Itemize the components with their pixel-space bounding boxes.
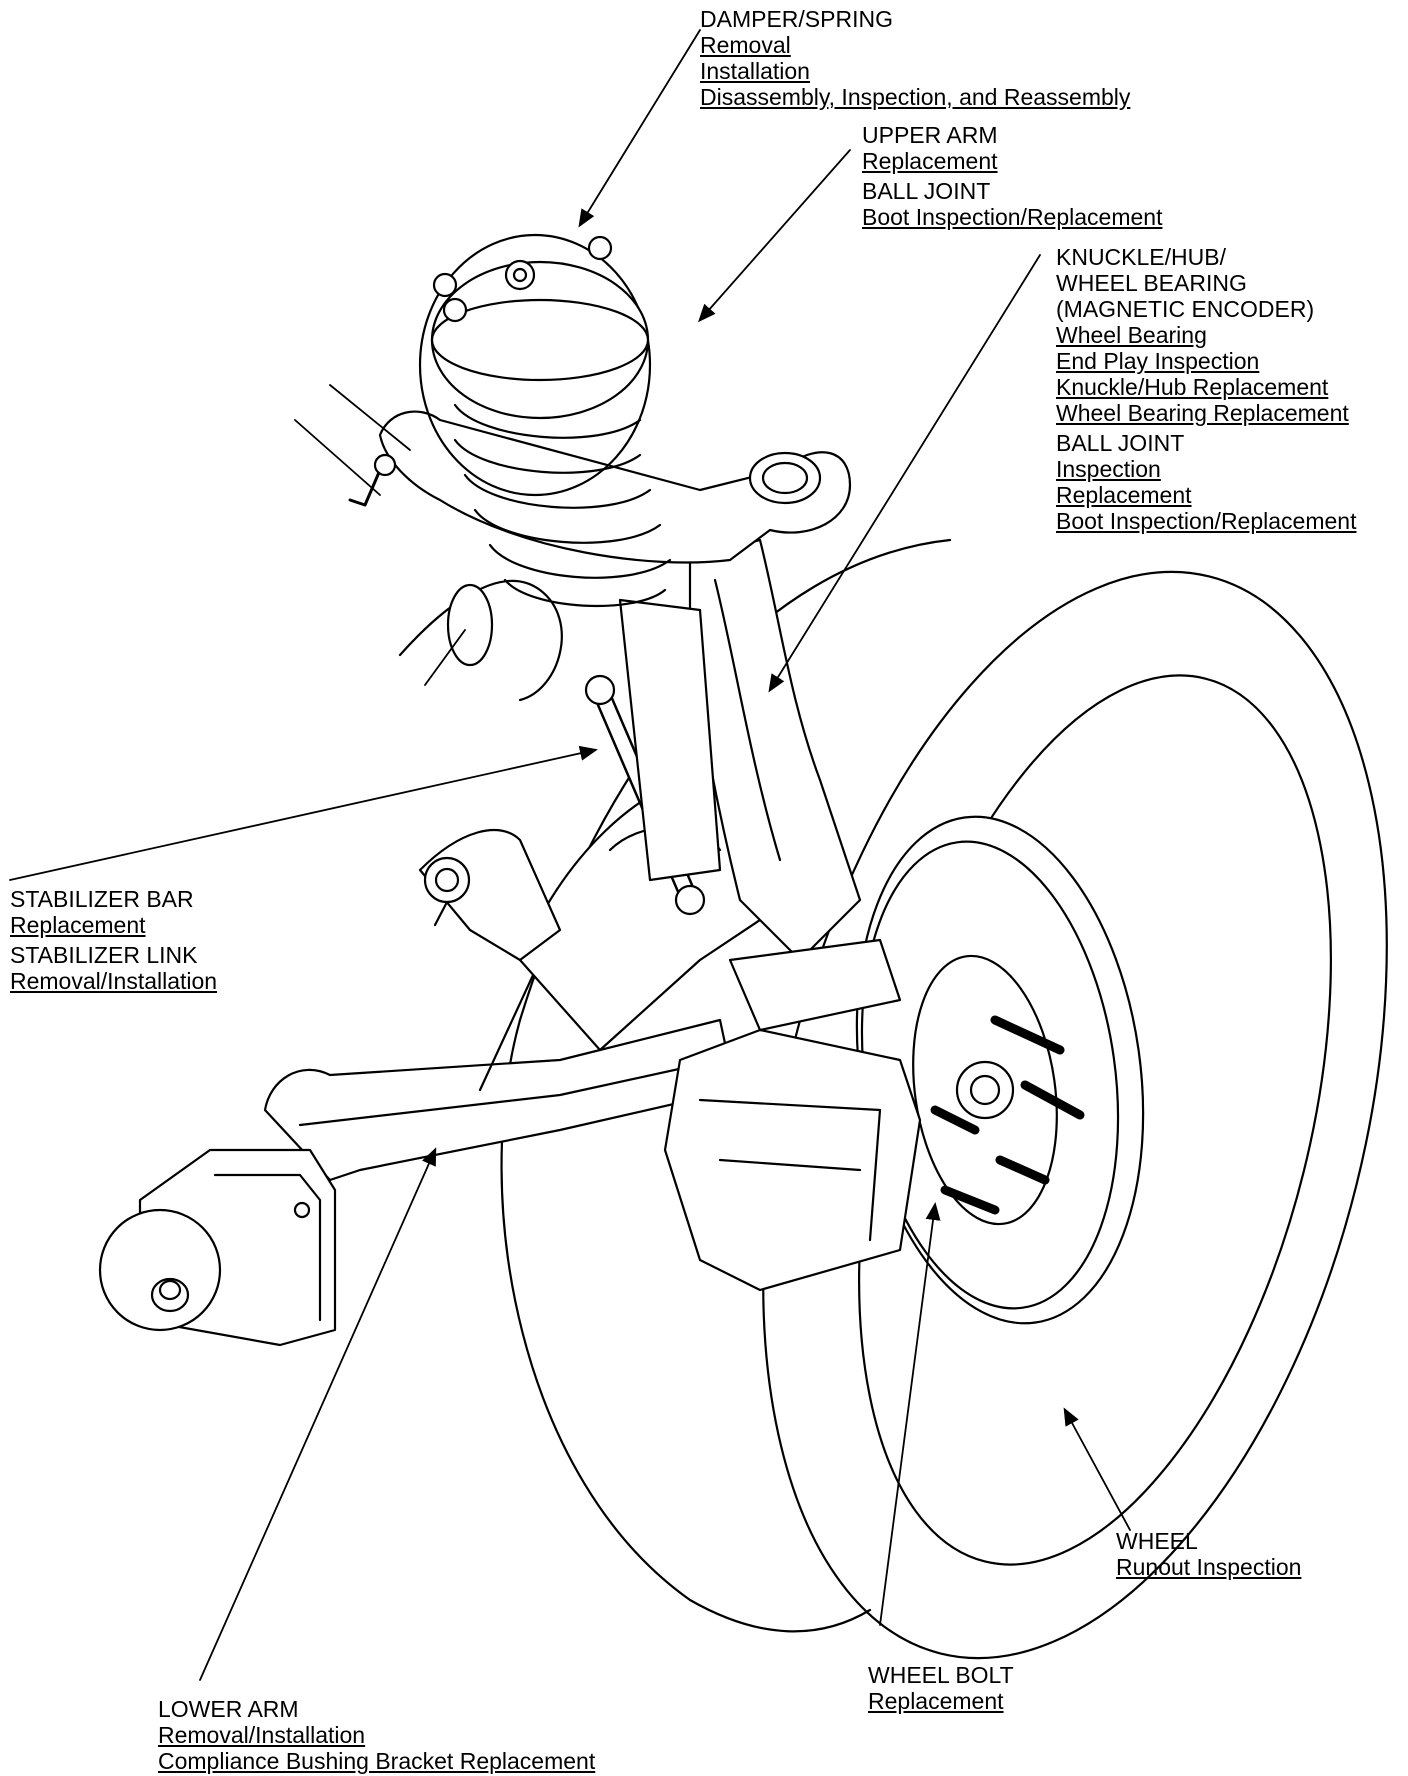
knuckle-title-line1: KNUCKLE/HUB/ — [1056, 244, 1226, 270]
callout-upper-arm: UPPER ARM Replacement BALL JOINT Boot In… — [862, 122, 1162, 230]
compliance-bushing-link[interactable]: Compliance Bushing Bracket Replacement — [158, 1748, 596, 1774]
ball-joint-inspection-link[interactable]: Inspection — [1056, 456, 1161, 482]
damper-installation-link[interactable]: Installation — [700, 58, 810, 84]
knuckle-hub-replacement-link[interactable]: Knuckle/Hub Replacement — [1056, 374, 1329, 400]
ball-joint-boot-link[interactable]: Boot Inspection/Replacement — [1056, 508, 1357, 534]
brake-disc — [855, 815, 1145, 1325]
ball-joint-replacement-link[interactable]: Replacement — [1056, 482, 1192, 508]
stabilizer-bar-title: STABILIZER BAR — [10, 886, 194, 912]
upper-arm-title: UPPER ARM — [862, 122, 998, 148]
wheel-title: WHEEL — [1116, 1528, 1198, 1554]
callout-leaders — [9, 29, 1131, 1681]
wheel-bearing-replacement-link[interactable]: Wheel Bearing Replacement — [1056, 400, 1349, 426]
callout-damper-spring: DAMPER/SPRING Removal Installation Disas… — [700, 6, 1130, 110]
wheel-bolt-replacement-link[interactable]: Replacement — [868, 1688, 1004, 1714]
stabilizer-bar — [398, 579, 563, 702]
wheel-runout-link[interactable]: Runout Inspection — [1116, 1554, 1302, 1580]
damper-removal-link[interactable]: Removal — [700, 32, 791, 58]
damper-spring-assembly — [418, 233, 722, 882]
stabilizer-link-removal-link[interactable]: Removal/Installation — [10, 968, 218, 994]
damper-disassembly-link[interactable]: Disassembly, Inspection, and Reassembly — [700, 84, 1131, 110]
lower-ball-joint-title: BALL JOINT — [1056, 430, 1185, 456]
knuckle-title-line3: (MAGNETIC ENCODER) — [1056, 296, 1315, 322]
end-play-inspection-link[interactable]: End Play Inspection — [1056, 348, 1260, 374]
callout-stabilizer: STABILIZER BAR Replacement STABILIZER LI… — [10, 886, 217, 994]
stabilizer-link-title: STABILIZER LINK — [10, 942, 198, 968]
lower-arm-title: LOWER ARM — [158, 1696, 299, 1722]
lower-arm-removal-link[interactable]: Removal/Installation — [158, 1722, 366, 1748]
damper-spring-title: DAMPER/SPRING — [700, 6, 893, 32]
upper-arm-replacement-link[interactable]: Replacement — [862, 148, 998, 174]
upper-ball-joint-title: BALL JOINT — [862, 178, 991, 204]
callout-wheel-bolt: WHEEL BOLT Replacement — [868, 1662, 1014, 1714]
stabilizer-bar-replacement-link[interactable]: Replacement — [10, 912, 146, 938]
wheel-bearing-link[interactable]: Wheel Bearing — [1056, 322, 1207, 348]
wheel-bolts — [930, 1015, 1085, 1215]
callout-wheel: WHEEL Runout Inspection — [1116, 1528, 1301, 1580]
brake-caliper — [663, 938, 922, 1292]
upper-arm — [348, 410, 852, 564]
callout-lower-arm: LOWER ARM Removal/Installation Complianc… — [158, 1696, 595, 1774]
compliance-bushing-bracket — [98, 1148, 337, 1347]
callout-knuckle-hub: KNUCKLE/HUB/ WHEEL BEARING (MAGNETIC ENC… — [1056, 244, 1356, 534]
knuckle-title-line2: WHEEL BEARING — [1056, 270, 1247, 296]
wheel-bolt-title: WHEEL BOLT — [868, 1662, 1014, 1688]
upper-ball-joint-boot-link[interactable]: Boot Inspection/Replacement — [862, 204, 1163, 230]
